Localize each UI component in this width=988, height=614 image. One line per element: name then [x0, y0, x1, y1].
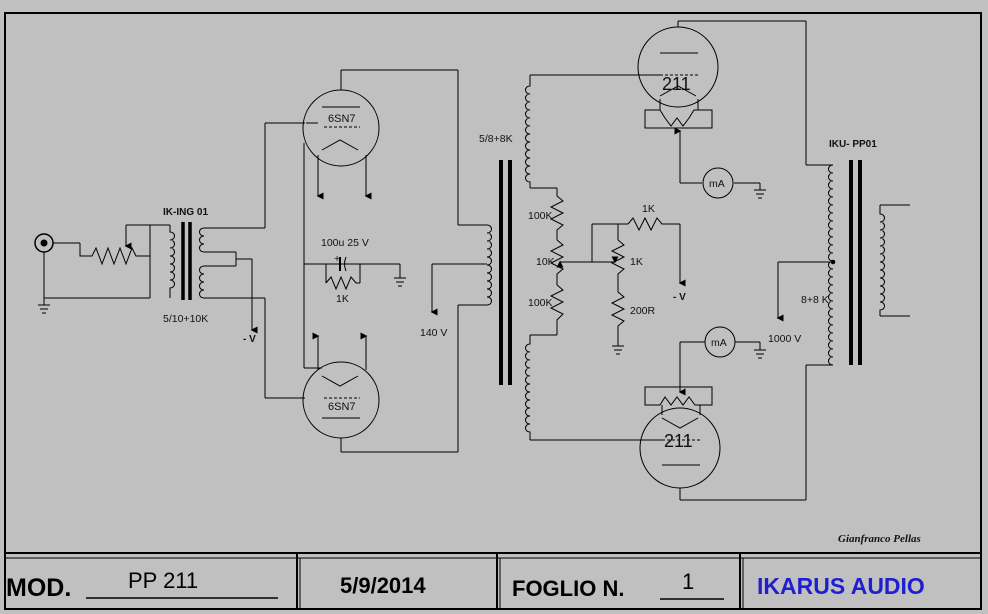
model-label: MOD. — [6, 574, 71, 602]
driver-tube-bottom-label: 6SN7 — [328, 401, 356, 413]
bias-resistor-chain — [549, 188, 686, 355]
res-100k-top-label: 100K — [528, 210, 553, 222]
input-potentiometer — [44, 224, 170, 299]
res-1k-pot-label: 1K — [630, 256, 643, 268]
driver-tube-top-label: 6SN7 — [328, 113, 356, 125]
ground-symbol — [38, 304, 50, 314]
power-tube-top-label: 211 — [662, 74, 691, 94]
output-transformer-label: IKU- PP01 — [829, 139, 877, 150]
input-transformer-label: IK-ING 01 — [163, 207, 208, 218]
bias-neg-v-label: - V — [673, 292, 686, 303]
cap-polarity-mark: + — [334, 253, 340, 265]
input-ratio-label: 5/10+10K — [163, 313, 208, 325]
title-block: MOD. PP 211 5/9/2014 FOGLIO N. 1 IKARUS … — [5, 552, 981, 609]
res-100k-bottom-label: 100K — [528, 297, 553, 309]
output-b-plus-label: 1000 V — [768, 333, 801, 345]
res-200r-label: 200R — [630, 305, 656, 317]
input-transformer — [169, 222, 265, 334]
res-10k-label: 10K — [536, 256, 555, 268]
power-tube-bottom — [638, 326, 806, 501]
designer-signature: Gianfranco Pellas — [838, 533, 921, 545]
model-value: PP 211 — [128, 568, 198, 593]
cap-value-label: 100u 25 V — [321, 237, 369, 249]
input-jack — [34, 233, 80, 305]
res-1k-bias-label: 1K — [642, 203, 655, 215]
meter-top-label: mA — [709, 178, 725, 190]
output-ratio-label: 8+8 K — [801, 294, 829, 306]
company-name: IKARUS AUDIO — [757, 573, 925, 599]
power-tube-top — [637, 20, 806, 199]
sheet-label: FOGLIO N. — [512, 576, 624, 601]
power-tube-bottom-label: 211 — [664, 431, 693, 451]
sheet-number: 1 — [682, 569, 694, 594]
interstage-ratio-label: 5/8+8K — [479, 133, 513, 145]
driver-tube-top — [302, 69, 458, 368]
meter-bottom-label: mA — [711, 337, 727, 349]
cathode-rc-network — [304, 256, 406, 291]
drawing-frame — [4, 12, 982, 610]
driver-b-plus-label: 140 V — [420, 327, 447, 339]
output-transformer — [776, 21, 910, 500]
cathode-res-label: 1K — [336, 293, 349, 305]
interstage-transformer — [430, 70, 638, 452]
drawing-date: 5/9/2014 — [340, 573, 426, 598]
driver-tube-bottom — [302, 332, 458, 453]
input-neg-v-label: - V — [243, 334, 256, 345]
